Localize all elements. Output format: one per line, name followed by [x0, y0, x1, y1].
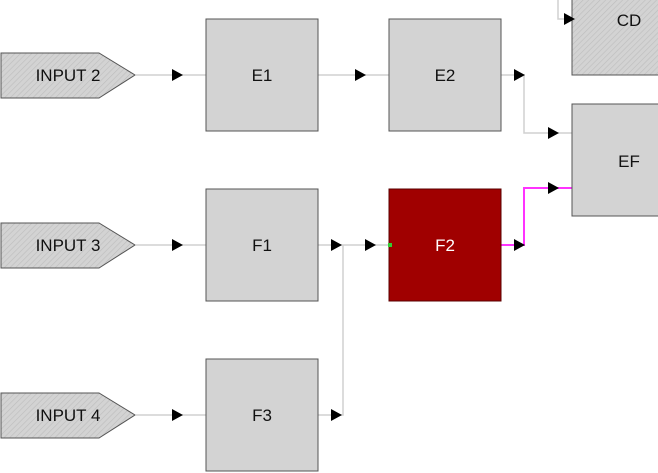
input-port-arrow[interactable]	[548, 127, 559, 139]
input-port-arrow[interactable]	[355, 69, 366, 81]
block-ef[interactable]: EF	[571, 103, 658, 217]
block-label: F2	[435, 236, 455, 255]
block-e1[interactable]: E1	[205, 18, 319, 132]
wire-f2-ef-selected[interactable]	[501, 187, 572, 246]
input-port-arrow[interactable]	[172, 409, 183, 421]
input-port-arrow[interactable]	[548, 182, 559, 194]
block-f3[interactable]: F3	[205, 358, 319, 472]
block-label: F1	[252, 236, 272, 255]
block-label: F3	[252, 406, 272, 425]
block-label: E1	[252, 66, 273, 85]
block-cd[interactable]: CD	[571, 0, 658, 76]
block-label: E2	[435, 66, 456, 85]
input-port-arrow[interactable]	[564, 13, 575, 25]
output-port-arrow[interactable]	[514, 239, 525, 251]
input-port-arrow[interactable]	[365, 239, 376, 251]
input-port-label: INPUT 4	[36, 406, 101, 425]
block-f1[interactable]: F1	[205, 188, 319, 302]
input-port-input3[interactable]: INPUT 3	[0, 222, 136, 269]
input-port-label: INPUT 3	[36, 236, 101, 255]
connection-wires	[136, 0, 572, 416]
output-port-arrow[interactable]	[331, 409, 342, 421]
input-port-input2[interactable]: INPUT 2	[0, 52, 136, 99]
input-port-arrow[interactable]	[172, 239, 183, 251]
block-e2[interactable]: E2	[388, 18, 502, 132]
block-f2-selected[interactable]: F2	[388, 188, 502, 302]
port-arrows	[172, 13, 575, 421]
output-port-arrow[interactable]	[331, 239, 342, 251]
wire-f3-f2[interactable]	[318, 245, 344, 416]
block-label: EF	[618, 152, 640, 171]
block-label: CD	[617, 11, 642, 30]
port-handle[interactable]	[388, 243, 392, 247]
input-port-arrow[interactable]	[172, 69, 183, 81]
input-port-input4[interactable]: INPUT 4	[0, 392, 136, 439]
input-port-label: INPUT 2	[36, 66, 101, 85]
output-port-arrow[interactable]	[514, 69, 525, 81]
wire-e2-ef[interactable]	[501, 74, 572, 134]
